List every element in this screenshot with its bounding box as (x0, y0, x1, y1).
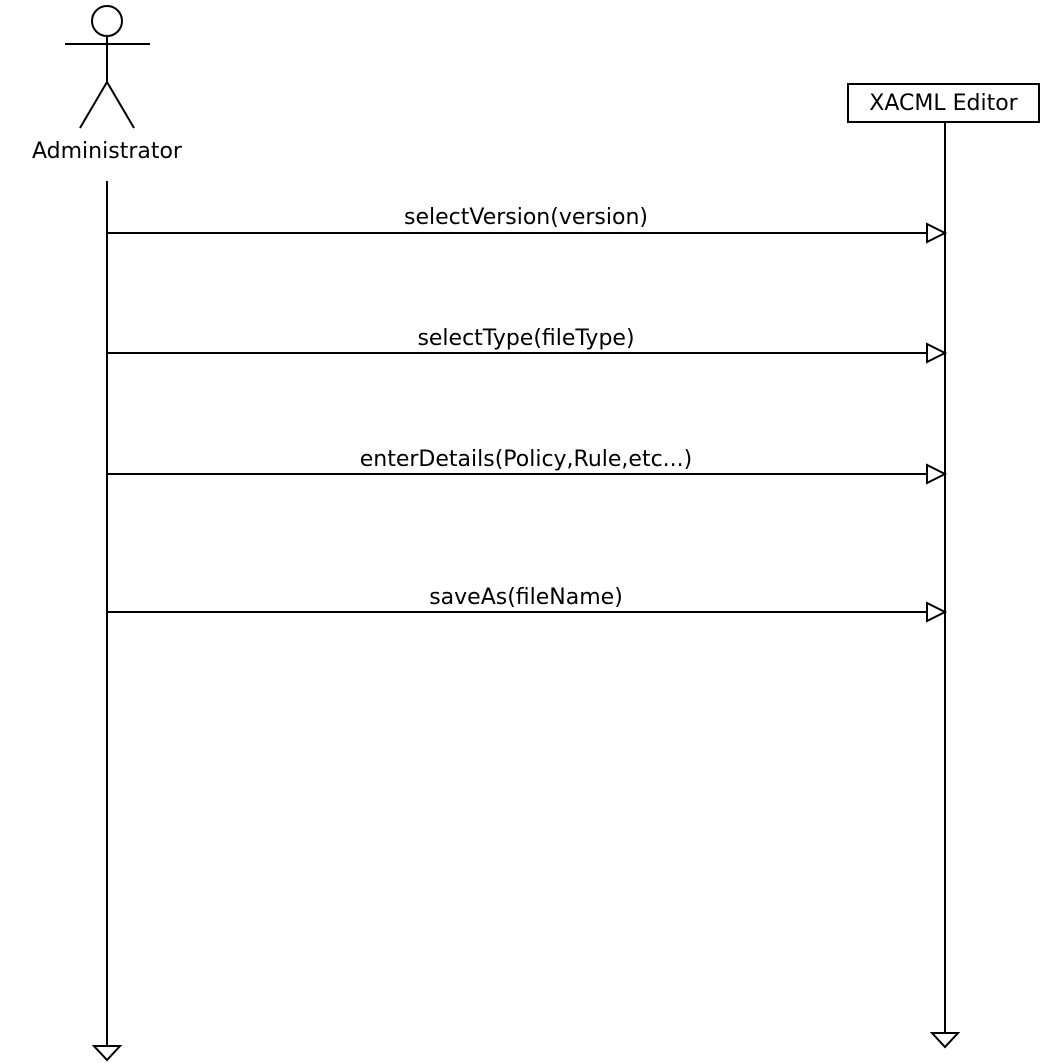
actor-head (91, 5, 123, 37)
actor-right-leg (106, 81, 135, 129)
message-arrow-3 (107, 601, 948, 623)
message-arrowhead (926, 601, 948, 623)
actor-label: Administrator (32, 139, 182, 164)
message-label: saveAs(fileName) (429, 585, 623, 610)
message-label: selectType(fileType) (417, 326, 635, 351)
message-label: selectVersion(version) (403, 205, 648, 230)
actor-lifeline-end-arrow (91, 1045, 123, 1062)
message-label: enterDetails(Policy,Rule,etc...) (359, 447, 693, 472)
participant-lifeline-end-arrow (929, 1032, 961, 1049)
message-arrowhead (926, 222, 948, 244)
message-arrow-0 (107, 222, 948, 244)
actor-left-leg (79, 81, 108, 129)
message-arrowhead (926, 463, 948, 485)
actor-stick-figure (65, 5, 150, 129)
message-arrow-2 (107, 463, 948, 485)
message-arrowhead (926, 342, 948, 364)
message-arrow-1 (107, 342, 948, 364)
participant-label: XACML Editor (869, 90, 1018, 116)
participant-box: XACML Editor (847, 83, 1040, 123)
